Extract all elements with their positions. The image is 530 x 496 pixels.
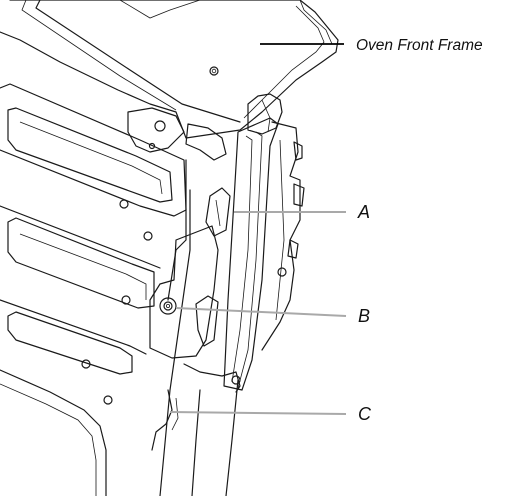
label-a: A (357, 202, 370, 222)
leader-c (169, 411, 347, 415)
label-b: B (358, 306, 370, 326)
oven-front-frame-drawing (0, 0, 339, 496)
leader-lines (169, 43, 347, 415)
label-c: C (358, 404, 372, 424)
leader-b (175, 307, 347, 317)
label-oven-front-frame: Oven Front Frame (356, 37, 483, 54)
callout-labels: Oven Front Frame A B C (356, 37, 483, 424)
